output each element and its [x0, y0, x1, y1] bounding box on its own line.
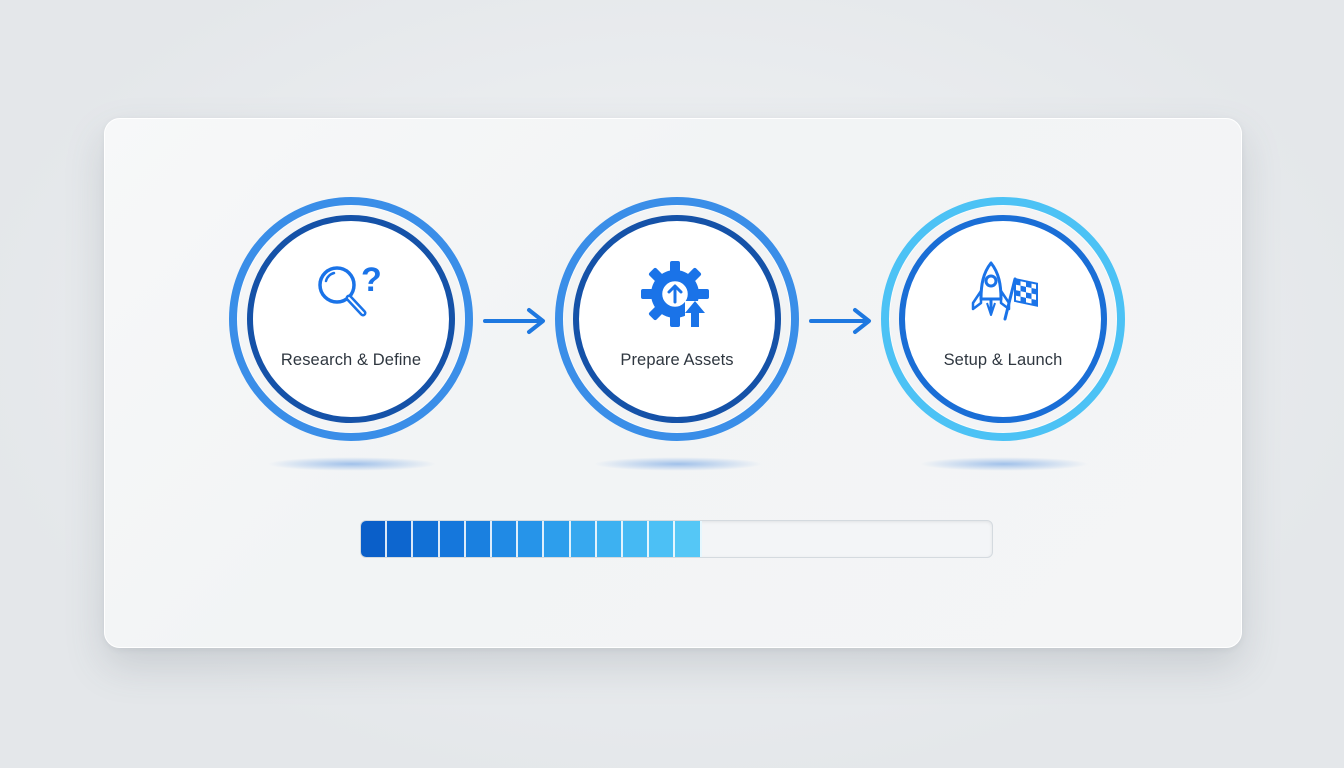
magnifier-question-icon: ? [229, 259, 473, 329]
progress-segment [439, 521, 466, 557]
arrow-right-icon [809, 308, 871, 334]
progress-track [702, 521, 992, 557]
process-card: ? Research & Define [104, 118, 1242, 648]
rocket-flag-icon [881, 259, 1125, 329]
progress-segment [596, 521, 624, 557]
progress-segment [649, 521, 676, 557]
step-inner-ring [899, 215, 1107, 423]
progress-segment [675, 521, 702, 557]
progress-segment [465, 521, 493, 557]
step-label: Prepare Assets [620, 351, 734, 369]
step-outer-ring [229, 197, 473, 441]
step-outer-ring [881, 197, 1125, 441]
progress-segment [492, 521, 519, 557]
progress-segment [570, 521, 597, 557]
step-setup-launch: Setup & Launch [881, 197, 1125, 441]
svg-text:?: ? [361, 261, 382, 299]
progress-segment [518, 521, 545, 557]
step-inner-ring [247, 215, 455, 423]
step-label: Research & Define [280, 351, 422, 369]
arrow-right-icon [483, 308, 545, 334]
progress-bar [360, 520, 993, 558]
step-shadow [267, 457, 437, 471]
progress-segment [387, 521, 414, 557]
step-outer-ring [555, 197, 799, 441]
step-label: Setup & Launch [943, 351, 1063, 369]
step-prepare-assets: Prepare Assets [555, 197, 799, 441]
progress-segment [544, 521, 571, 557]
step-shadow [919, 457, 1089, 471]
progress-segment [361, 521, 388, 557]
step-shadow [593, 457, 763, 471]
progress-segment [623, 521, 650, 557]
gear-upload-icon [555, 259, 799, 329]
step-research-define: ? Research & Define [229, 197, 473, 441]
progress-segment [413, 521, 440, 557]
